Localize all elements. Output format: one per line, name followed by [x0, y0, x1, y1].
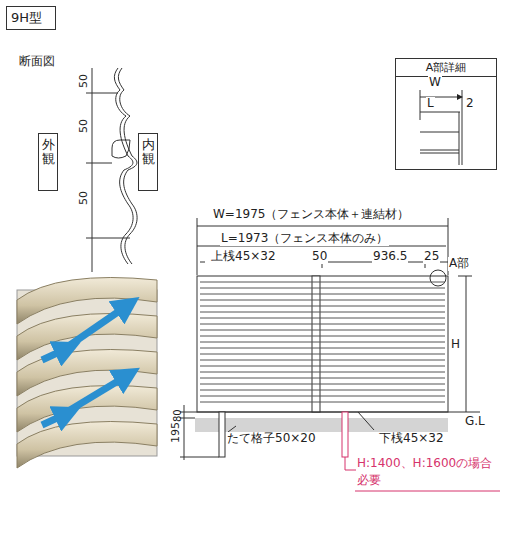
node-text: 内観 [142, 138, 155, 167]
dimension-label: 936.5 [372, 250, 408, 264]
dimension-label: 50 [78, 190, 91, 206]
dimension-label: 断面図 [18, 55, 56, 69]
pink-underline [355, 491, 500, 492]
posts [180, 405, 374, 460]
dimension-label: A部 [448, 257, 470, 271]
dimension-label: H [450, 338, 461, 352]
detail-lines [420, 90, 462, 165]
view-tag: 内観 [138, 133, 158, 191]
dimension-label: 2 [465, 97, 475, 111]
dimension-label: W=1975（フェンス本体＋連結材） [212, 208, 410, 222]
dimension-label: L=1973（フェンス本体のみ） [220, 232, 389, 246]
dimension-label: 80 [172, 408, 184, 423]
view-tag: 外観 [38, 133, 58, 191]
airflow-arrow [42, 305, 128, 425]
dimension-label: 50 [78, 73, 91, 89]
dimension-label: 50 [311, 250, 328, 264]
extra-post [342, 412, 348, 457]
fence-slats [200, 282, 445, 402]
dimension-label: 上桟45×32 [210, 250, 277, 264]
section-profile [86, 68, 137, 272]
ground [195, 418, 448, 432]
node-text: A部詳細 [396, 59, 496, 77]
node-text: 9H型 [7, 7, 55, 29]
detail-box: A部詳細 [395, 58, 497, 170]
dimension-label: H:1400、H:1600の場合必要 [356, 455, 502, 490]
dimension-label: 下桟45×32 [378, 432, 445, 446]
dimension-label: たて格子50×20 [226, 432, 317, 446]
dimension-label: 50 [78, 118, 91, 134]
dimension-label: W [428, 76, 442, 90]
node-text: 外観 [42, 138, 55, 167]
fence-elevation [190, 218, 480, 412]
dimension-label: 25 [423, 250, 440, 264]
louver-slats [17, 278, 157, 469]
dimension-label: G.L [464, 415, 486, 429]
dimension-label: 195 [170, 421, 183, 444]
dimension-label: L [426, 97, 435, 111]
type-box: 9H型 [6, 6, 56, 30]
